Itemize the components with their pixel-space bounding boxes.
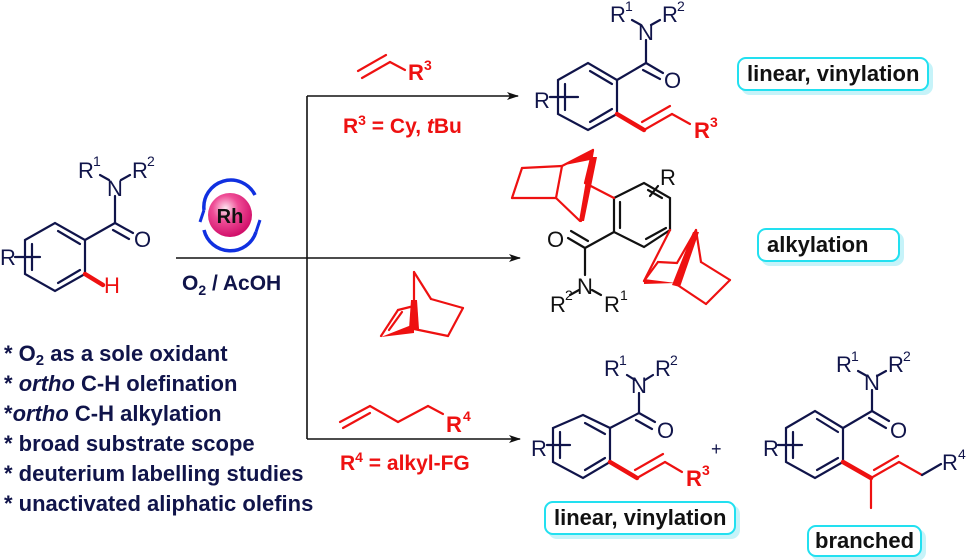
norbornene-reagent xyxy=(379,270,465,338)
feature-item: * broad substrate scope xyxy=(4,431,255,456)
svg-text:N: N xyxy=(638,20,654,45)
svg-text:N: N xyxy=(577,274,593,299)
feature-item: * ortho C-H olefination xyxy=(4,371,238,396)
product-linear-vinylation-2: R N R 1 R 2 O R 3 xyxy=(531,352,710,491)
svg-text:2: 2 xyxy=(565,287,573,303)
svg-text:R: R xyxy=(660,165,676,190)
label-linear-vinylation-bottom: linear, vinylation xyxy=(544,501,737,535)
label-linear-vinylation-top: linear, vinylation xyxy=(737,57,930,91)
catalyst-metal: Rh xyxy=(217,206,244,228)
product-branched: R N R 1 R 2 O R 4 xyxy=(763,348,966,510)
svg-text:4: 4 xyxy=(463,408,471,424)
svg-text:3: 3 xyxy=(702,462,710,478)
alkene-reagent-r4: R 4 xyxy=(338,404,471,437)
ortho-hydrogen: H xyxy=(104,273,120,298)
ring-substituent: R xyxy=(0,245,16,270)
starting-material: R N R 1 R 2 O H xyxy=(0,153,155,298)
svg-text:R: R xyxy=(408,60,424,85)
rh-catalyst-icon: Rh xyxy=(198,178,262,253)
svg-text:R: R xyxy=(610,2,626,27)
r4-definition: R4 = alkyl-FG xyxy=(340,449,470,475)
svg-text:1: 1 xyxy=(851,348,859,364)
svg-text:R: R xyxy=(942,450,958,475)
reaction-arrows xyxy=(176,92,521,443)
svg-text:R: R xyxy=(888,352,904,377)
svg-text:O: O xyxy=(664,68,681,93)
feature-item: *ortho C-H alkylation xyxy=(4,401,222,426)
svg-text:1: 1 xyxy=(93,153,101,169)
label-branched: branched xyxy=(807,525,923,557)
svg-text:2: 2 xyxy=(677,0,685,14)
svg-text:R: R xyxy=(534,88,550,113)
svg-text:2: 2 xyxy=(670,352,678,368)
svg-text:N: N xyxy=(864,370,880,395)
svg-text:R: R xyxy=(550,292,566,317)
svg-text:2: 2 xyxy=(147,153,155,169)
svg-text:R: R xyxy=(686,466,702,491)
product-alkylation: R O N R 2 R 1 xyxy=(510,148,732,317)
label-alkylation: alkylation xyxy=(757,228,901,262)
svg-text:R: R xyxy=(662,2,678,27)
svg-text:R: R xyxy=(836,352,852,377)
feature-item: * O2 as a sole oxidant xyxy=(4,341,228,369)
svg-text:R: R xyxy=(694,118,710,143)
svg-text:R: R xyxy=(655,356,671,381)
svg-text:O: O xyxy=(890,418,907,443)
r1-label: R xyxy=(78,158,94,183)
r3-definition: R3 = Cy, tBu xyxy=(343,112,462,138)
svg-text:O: O xyxy=(547,227,564,252)
nitrogen-atom: N xyxy=(107,176,123,201)
oxygen-atom: O xyxy=(134,227,151,252)
r2-label: R xyxy=(132,158,148,183)
svg-text:1: 1 xyxy=(620,287,628,303)
svg-text:1: 1 xyxy=(625,0,633,14)
plus-sign: + xyxy=(711,439,722,459)
svg-text:3: 3 xyxy=(710,114,718,130)
svg-text:N: N xyxy=(631,373,647,398)
svg-text:1: 1 xyxy=(619,352,627,368)
vinyl-reagent-r3: R 3 xyxy=(356,53,432,85)
svg-text:R: R xyxy=(763,436,779,461)
feature-item: * deuterium labelling studies xyxy=(4,461,304,486)
product-linear-vinylation-1: R N R 1 R 2 O R 3 xyxy=(534,0,718,143)
svg-text:3: 3 xyxy=(424,57,432,73)
svg-text:R: R xyxy=(531,436,547,461)
svg-text:O: O xyxy=(657,418,674,443)
svg-text:4: 4 xyxy=(958,446,966,462)
features-list: * O2 as a sole oxidant * ortho C-H olefi… xyxy=(4,339,313,519)
conditions-label: O2 / AcOH xyxy=(182,272,281,298)
feature-item: * unactivated aliphatic olefins xyxy=(4,491,314,516)
svg-text:R: R xyxy=(604,356,620,381)
svg-text:R: R xyxy=(446,412,462,437)
svg-text:R: R xyxy=(604,292,620,317)
svg-text:2: 2 xyxy=(903,348,911,364)
